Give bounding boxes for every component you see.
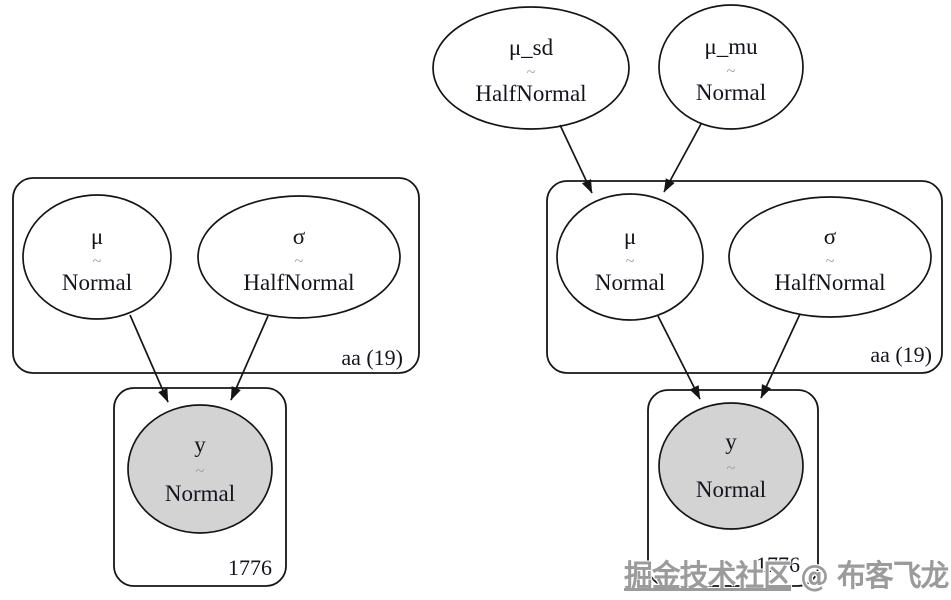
right-plate-obs-label: 1776 — [756, 552, 800, 577]
left-node-mu-name: μ — [91, 224, 103, 249]
left-node-y-ellipse — [127, 404, 273, 534]
left-node-mu-ellipse — [22, 194, 172, 320]
watermark-author-text: @ 布客飞龙 — [791, 559, 949, 594]
right-node-mu-sd: μ_sd ~ HalfNormal — [432, 6, 630, 130]
left-plate-obs — [113, 387, 287, 587]
left-node-sigma-name: σ — [293, 224, 306, 249]
left-node-sigma: σ ~ HalfNormal — [197, 195, 401, 319]
right-node-y-name: y — [725, 429, 737, 454]
watermark: 掘金技术社区 @ 布客飞龙 — [624, 551, 949, 595]
left-plate-obs-label: 1776 — [228, 555, 272, 580]
right-edge-musd-to-mu — [559, 124, 593, 194]
left-node-mu-tilde: ~ — [93, 253, 102, 270]
right-node-mu-dist: Normal — [595, 270, 665, 295]
right-node-mu-ellipse — [556, 193, 704, 321]
right-node-sigma-dist: HalfNormal — [774, 270, 885, 295]
left-node-y-name: y — [194, 432, 206, 457]
left-node-sigma-tilde: ~ — [295, 253, 304, 270]
right-node-sigma-tilde: ~ — [826, 253, 835, 270]
right-edge-mu-to-y — [657, 315, 701, 400]
right-node-mu-mu-name: μ_mu — [704, 34, 758, 59]
left-plate-aa-label: aa (19) — [341, 345, 403, 370]
watermark-community-text: 掘金技术社区 — [624, 559, 792, 594]
right-node-mu: μ ~ Normal — [556, 193, 704, 321]
right-node-mu-name: μ — [624, 224, 636, 249]
right-plate-aa-label: aa (19) — [870, 342, 932, 367]
right-node-mu-sd-name: μ_sd — [509, 35, 554, 60]
right-node-y: y ~ Normal — [658, 402, 804, 530]
left-node-mu-dist: Normal — [62, 270, 132, 295]
left-node-y-dist: Normal — [165, 481, 235, 506]
right-model: μ_sd ~ HalfNormal μ_mu ~ Normal aa (19) … — [432, 4, 943, 587]
right-node-sigma: σ ~ HalfNormal — [728, 196, 932, 318]
right-node-mu-sd-dist: HalfNormal — [475, 81, 586, 106]
right-node-mu-sd-ellipse — [432, 6, 630, 130]
right-plate-aa — [546, 180, 943, 374]
left-node-y-tilde: ~ — [196, 463, 205, 480]
right-node-y-ellipse — [658, 402, 804, 530]
right-node-sigma-name: σ — [824, 224, 837, 249]
right-node-mu-mu: μ_mu ~ Normal — [658, 4, 804, 130]
right-node-mu-mu-dist: Normal — [696, 80, 766, 105]
left-node-sigma-ellipse — [197, 195, 401, 319]
right-plate-obs — [647, 389, 819, 587]
left-node-mu: μ ~ Normal — [22, 194, 172, 320]
right-node-mu-mu-tilde: ~ — [727, 63, 736, 80]
right-node-mu-tilde: ~ — [626, 253, 635, 270]
right-node-mu-mu-ellipse — [658, 4, 804, 130]
right-edge-mumu-to-mu — [663, 123, 702, 193]
left-node-y: y ~ Normal — [127, 404, 273, 534]
left-node-sigma-dist: HalfNormal — [243, 270, 354, 295]
left-edge-sigma-to-y — [230, 315, 269, 401]
left-model: aa (19) 1776 μ ~ Normal σ ~ HalfNormal — [12, 177, 420, 587]
left-edge-mu-to-y — [129, 314, 169, 403]
right-node-mu-sd-tilde: ~ — [527, 64, 536, 81]
right-edge-sigma-to-y — [760, 313, 801, 399]
left-plate-aa — [12, 177, 420, 374]
right-node-y-tilde: ~ — [727, 460, 736, 477]
right-node-sigma-ellipse — [728, 196, 932, 318]
right-node-y-dist: Normal — [696, 477, 766, 502]
